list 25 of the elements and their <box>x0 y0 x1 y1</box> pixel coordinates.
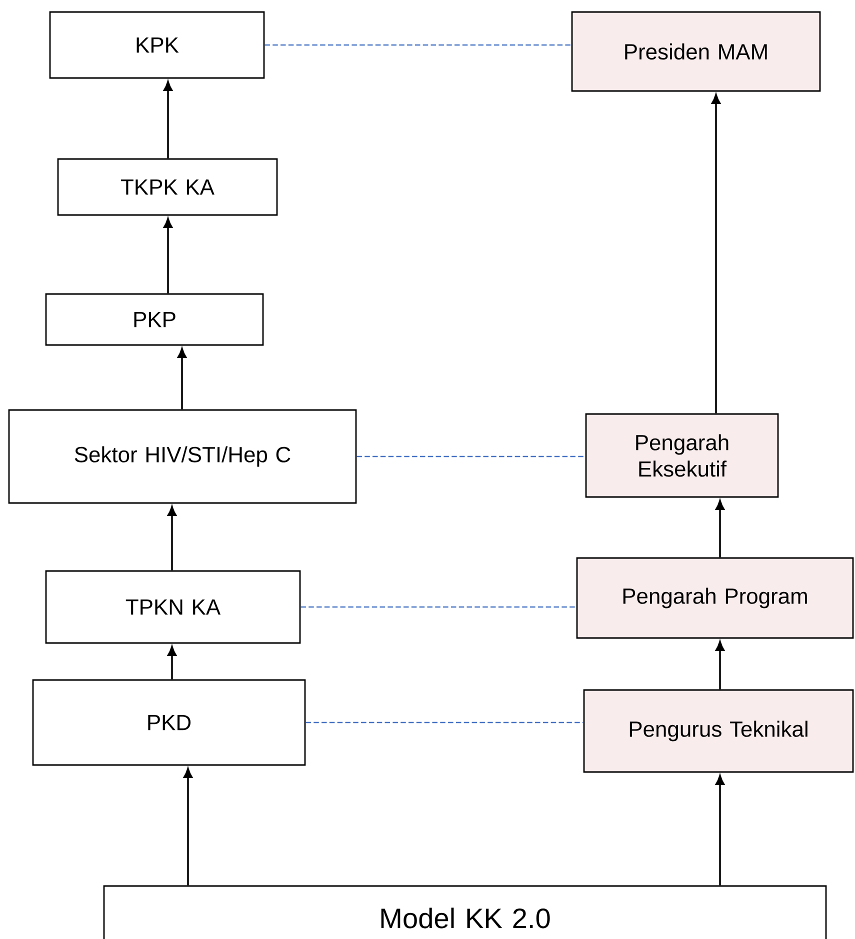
dashed-line <box>356 456 586 458</box>
org-box: PKP <box>45 293 264 346</box>
org-box: Sektor HIV/STI/Hep C <box>8 409 357 504</box>
title-box: Model KK 2.0 <box>103 885 827 939</box>
arrow <box>716 775 725 886</box>
arrow <box>716 500 725 558</box>
arrow <box>712 94 721 414</box>
org-box: Pengarah Program <box>576 557 854 639</box>
org-box: Presiden MAM <box>571 11 821 92</box>
arrow <box>184 768 192 886</box>
arrow <box>164 81 173 158</box>
org-box: KPK <box>49 11 265 79</box>
arrow <box>167 506 176 570</box>
org-box: Pengarah Eksekutif <box>585 413 779 498</box>
arrow <box>716 641 725 690</box>
org-box: TKPK KA <box>57 158 278 216</box>
arrow <box>164 218 173 294</box>
arrow <box>178 348 187 410</box>
arrow <box>167 646 176 680</box>
dashed-line <box>264 44 572 46</box>
org-box: Pengurus Teknikal <box>583 689 854 773</box>
dashed-line <box>306 722 584 724</box>
org-box: TPKN KA <box>45 570 301 644</box>
org-box: PKD <box>32 679 306 766</box>
dashed-line <box>300 606 576 608</box>
